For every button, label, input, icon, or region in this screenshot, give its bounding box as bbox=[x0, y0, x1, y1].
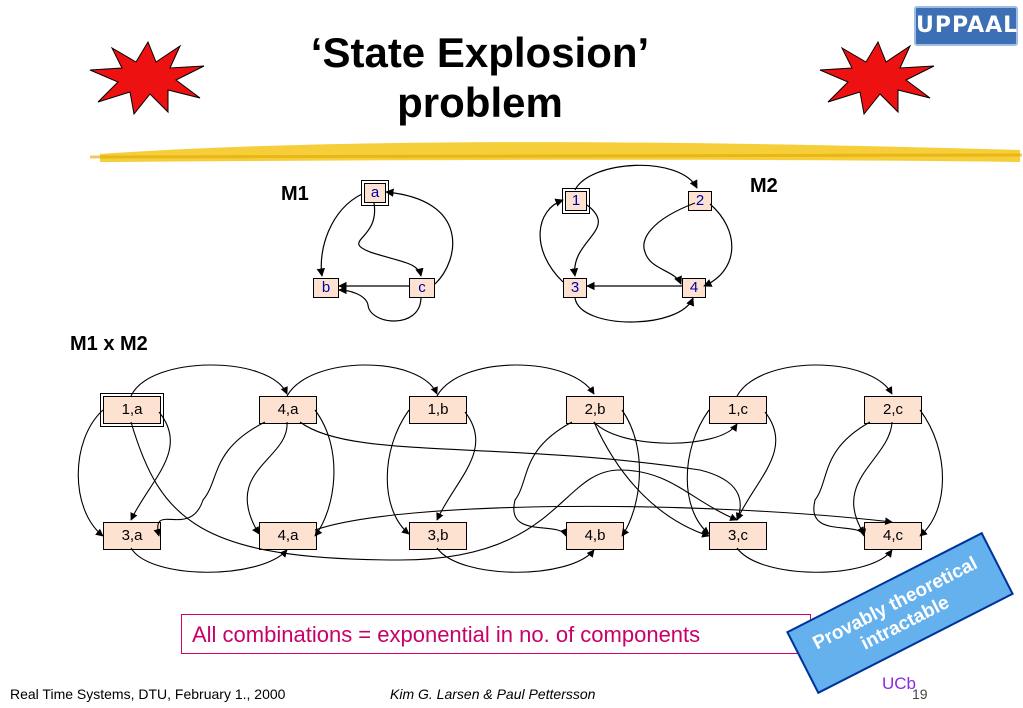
m2-state-3: 3 bbox=[563, 278, 587, 298]
m2-label: M2 bbox=[750, 175, 778, 197]
starburst-right-icon bbox=[819, 40, 935, 115]
m2-state-1: 1 bbox=[562, 188, 590, 214]
m2-state-2: 2 bbox=[688, 191, 712, 211]
product-state-top-3: 1,b bbox=[409, 396, 467, 424]
starburst-left-icon bbox=[89, 40, 205, 115]
uppaal-logo: UPPAAL bbox=[914, 6, 1018, 46]
page-number: 19 bbox=[912, 686, 928, 702]
product-state-top-6: 2,c bbox=[864, 396, 922, 424]
product-state-bottom-4: 4,b bbox=[566, 522, 624, 550]
product-state-top-2: 4,a bbox=[259, 396, 317, 424]
product-state-bottom-3: 3,b bbox=[409, 522, 467, 550]
m1-label: M1 bbox=[281, 183, 309, 205]
product-state-top-4: 2,b bbox=[566, 396, 624, 424]
uc-logo: UCb bbox=[882, 674, 917, 693]
footer-authors: Kim G. Larsen & Paul Pettersson bbox=[390, 686, 596, 702]
m1-state-c: c bbox=[409, 278, 435, 298]
slide-title: ‘State Explosion’ problem bbox=[200, 28, 760, 128]
title-line-1: ‘State Explosion’ bbox=[310, 29, 650, 76]
footer-course: Real Time Systems, DTU, February 1., 200… bbox=[10, 686, 286, 702]
product-state-bottom-1: 3,a bbox=[103, 522, 161, 550]
combinations-statement: All combinations = exponential in no. of… bbox=[181, 614, 811, 654]
product-state-top-1: 1,a bbox=[100, 393, 164, 427]
product-label: M1 x M2 bbox=[70, 333, 148, 355]
product-state-top-5: 1,c bbox=[709, 396, 767, 424]
title-line-2: problem bbox=[397, 79, 563, 126]
product-state-bottom-2: 4,a bbox=[259, 522, 317, 550]
